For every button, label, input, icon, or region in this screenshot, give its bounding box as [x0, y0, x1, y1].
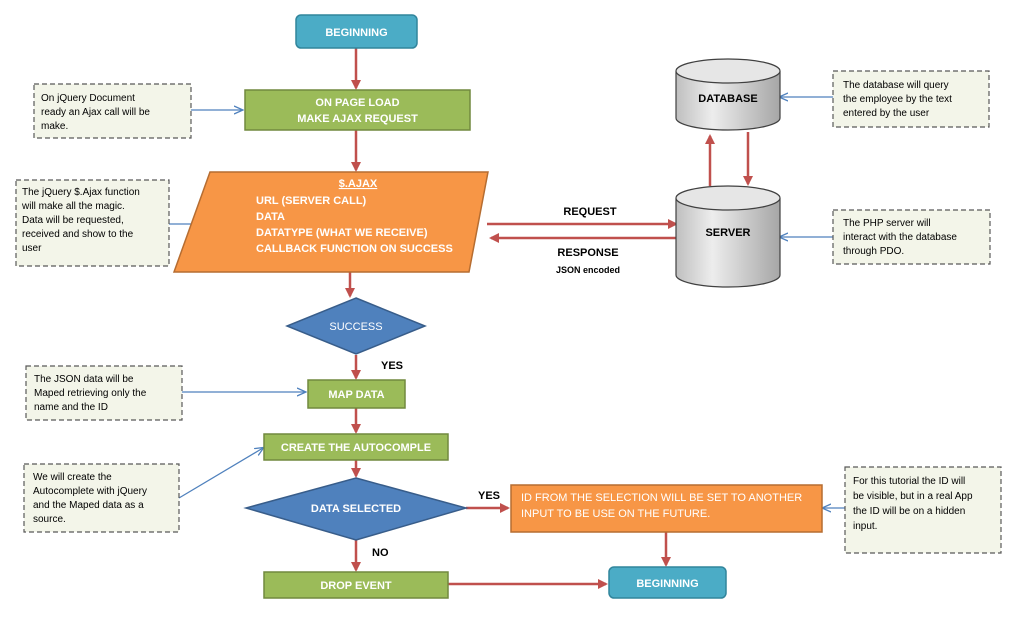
- note-database-query: The database will query the employee by …: [832, 70, 990, 128]
- drop-event-box: [263, 571, 449, 599]
- note-jquery-document-line-2: ready an Ajax call will be: [41, 107, 150, 118]
- note-autocomplete-line-4: source.: [33, 514, 66, 525]
- response-label: RESPONSE: [557, 247, 618, 259]
- json-encoded-label: JSON encoded: [556, 265, 620, 275]
- create-autocomplete-label: CREATE THE AUTOCOMPLE: [281, 442, 431, 454]
- note-ajax-function-line-3: Data will be requested,: [22, 215, 124, 226]
- data-selected-label: DATA SELECTED: [311, 503, 401, 515]
- note-ajax-function-line-5: user: [22, 243, 42, 254]
- note-jquery-document: On jQuery Document ready an Ajax call wi…: [33, 83, 192, 139]
- database-label: DATABASE: [698, 93, 757, 105]
- ajax-line-url: URL (SERVER CALL): [256, 195, 367, 207]
- note-php-server: The PHP server will interact with the da…: [832, 209, 991, 265]
- note-json-map-line-3: name and the ID: [34, 402, 108, 413]
- arrow-note-autocomplete: [178, 448, 263, 499]
- flow-arrows: [345, 48, 753, 589]
- note-ajax-function: The jQuery $.Ajax function will make all…: [15, 179, 170, 267]
- note-json-map-line-1: The JSON data will be: [34, 374, 134, 385]
- note-database-query-line-1: The database will query: [843, 80, 949, 91]
- ajax-line-callback: CALLBACK FUNCTION ON SUCCESS: [256, 243, 453, 255]
- yes-selected-label: YES: [478, 490, 500, 502]
- server-cylinder: [675, 185, 781, 288]
- id-selection-line-2: INPUT TO BE USE ON THE FUTURE.: [521, 508, 710, 520]
- note-autocomplete-line-1: We will create the: [33, 472, 112, 483]
- note-php-server-line-1: The PHP server will: [843, 218, 931, 229]
- note-ajax-function-line-1: The jQuery $.Ajax function: [22, 187, 140, 198]
- note-autocomplete: We will create the Autocomplete with jQu…: [23, 463, 180, 533]
- id-selection-line-1: ID FROM THE SELECTION WILL BE SET TO ANO…: [521, 492, 802, 504]
- note-database-query-line-2: the employee by the text: [843, 94, 952, 105]
- server-label: SERVER: [705, 227, 750, 239]
- beginning-top-box: [295, 14, 418, 49]
- beginning-bottom-label: BEGINNING: [636, 578, 698, 590]
- no-label: NO: [372, 547, 389, 559]
- page-load-box: [244, 89, 471, 131]
- note-arrows: [169, 97, 845, 508]
- note-autocomplete-line-2: Autocomplete with jQuery: [33, 486, 147, 497]
- page-load-line-2: MAKE AJAX REQUEST: [297, 113, 418, 125]
- beginning-bottom-box: [608, 566, 727, 599]
- page-load-line-1: ON PAGE LOAD: [315, 97, 399, 109]
- note-tutorial-id-line-3: the ID will be on a hidden: [853, 506, 965, 517]
- note-tutorial-id-line-4: input.: [853, 521, 877, 532]
- ajax-title: $.AJAX: [339, 178, 378, 190]
- note-tutorial-id-line-2: be visible, but in a real App: [853, 491, 973, 502]
- ajax-parallelogram: [172, 171, 489, 273]
- success-diamond: [285, 297, 427, 355]
- beginning-top-label: BEGINNING: [325, 27, 387, 39]
- note-tutorial-id: For this tutorial the ID will be visible…: [844, 466, 1002, 554]
- request-label: REQUEST: [563, 206, 616, 218]
- note-json-map: The JSON data will be Maped retrieving o…: [25, 365, 183, 421]
- ajax-line-datatype: DATATYPE (WHAT WE RECEIVE): [256, 227, 428, 239]
- note-php-server-line-2: interact with the database: [843, 232, 957, 243]
- note-jquery-document-line-3: make.: [41, 121, 68, 132]
- note-tutorial-id-line-1: For this tutorial the ID will: [853, 476, 965, 487]
- data-selected-diamond: [243, 477, 469, 541]
- note-jquery-document-line-1: On jQuery Document: [41, 93, 135, 104]
- success-label: SUCCESS: [329, 321, 382, 333]
- note-database-query-line-3: entered by the user: [843, 108, 930, 119]
- note-autocomplete-line-3: and the Maped data as a: [33, 500, 144, 511]
- database-cylinder: [675, 58, 781, 131]
- note-ajax-function-line-4: received and show to the: [22, 229, 134, 240]
- yes-success-label: YES: [381, 360, 403, 372]
- create-autocomplete-box: [263, 433, 449, 461]
- id-selection-box: [510, 484, 823, 533]
- map-data-label: MAP DATA: [328, 389, 384, 401]
- map-data-box: [307, 379, 406, 409]
- note-php-server-line-3: through PDO.: [843, 246, 904, 257]
- note-ajax-function-line-2: will make all the magic.: [21, 201, 125, 212]
- note-json-map-line-2: Maped retrieving only the: [34, 388, 147, 399]
- drop-event-label: DROP EVENT: [320, 580, 392, 592]
- ajax-line-data: DATA: [256, 211, 285, 223]
